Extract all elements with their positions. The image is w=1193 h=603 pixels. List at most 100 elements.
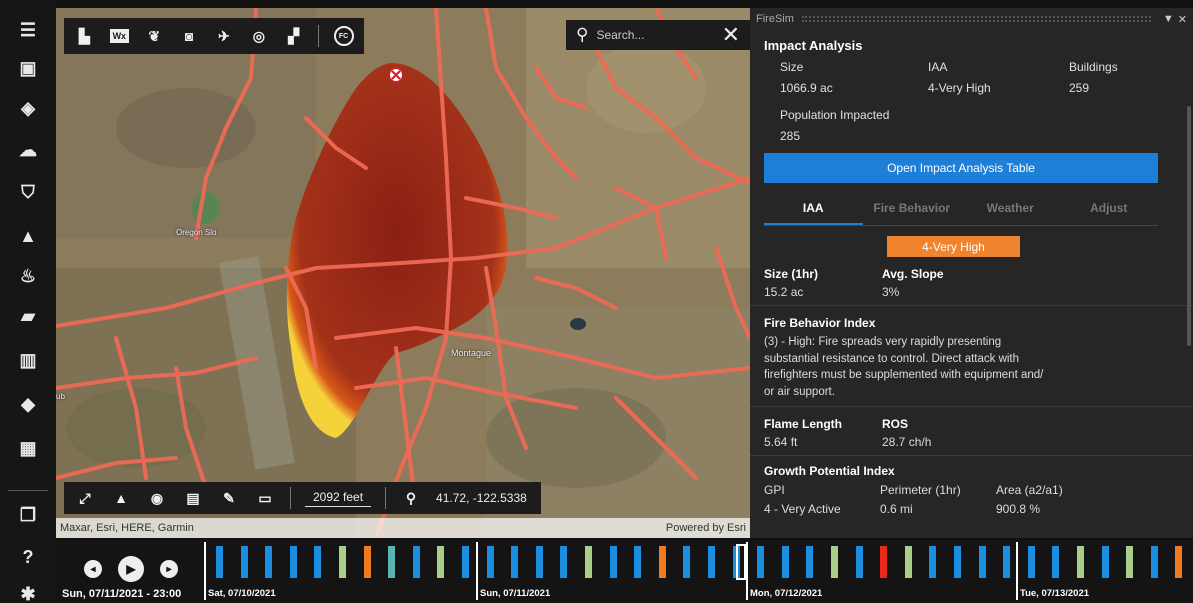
search-icon[interactable]: ⚲	[576, 25, 589, 44]
person-map-icon[interactable]: ▞	[288, 27, 300, 44]
timeline-hour-tick[interactable]	[1126, 546, 1134, 578]
timeline-hour-tick[interactable]	[757, 546, 765, 578]
timeline-hour-tick[interactable]	[634, 546, 642, 578]
timeline-track[interactable]: Sat, 07/10/2021 Sun, 07/11/2021 Mon, 07/…	[204, 540, 1193, 603]
timeline-hour-tick[interactable]	[216, 546, 223, 578]
window-icon[interactable]: ❐	[19, 504, 37, 525]
map-town-label: Montague	[451, 348, 492, 358]
tab-fire-behavior[interactable]: Fire Behavior	[873, 201, 951, 215]
drone-icon[interactable]: ✈	[218, 27, 230, 44]
timeline-hour-tick[interactable]	[683, 546, 691, 578]
chart-icon[interactable]: ▥	[19, 349, 37, 370]
timeline-hour-tick[interactable]	[609, 546, 617, 578]
measure-icon[interactable]: ✎	[223, 489, 235, 506]
timeline-hour-tick[interactable]	[535, 546, 543, 578]
camera-icon[interactable]: ◙	[184, 28, 194, 44]
panel-close-icon[interactable]: ✕	[1177, 13, 1187, 26]
timeline-hour-tick[interactable]	[929, 546, 937, 578]
timeline-hour-tick[interactable]	[363, 546, 371, 578]
timeline-hour-tick[interactable]	[1150, 546, 1158, 578]
timeline-hour-tick[interactable]	[806, 546, 814, 578]
growth-potential-block: Growth Potential Index GPI Perimeter (1h…	[750, 456, 1193, 516]
coordinates-readout: 41.72, -122.5338	[436, 491, 527, 505]
perimeter-header: Perimeter (1hr)	[880, 483, 961, 497]
legend-icon[interactable]: ▤	[186, 489, 200, 506]
timeline-hour-tick[interactable]	[1052, 546, 1060, 578]
impact-analysis-title: Impact Analysis	[764, 38, 863, 53]
timeline-hour-tick[interactable]	[462, 546, 469, 578]
location-pin-icon[interactable]: ⚲	[405, 489, 417, 506]
step-back-button[interactable]: ◂	[84, 560, 102, 578]
expand-icon[interactable]: ⤢	[79, 489, 91, 506]
timeline-hour-tick[interactable]	[1175, 546, 1183, 578]
step-forward-button[interactable]: ▸	[160, 560, 178, 578]
screen-icon[interactable]: ▭	[258, 489, 272, 506]
timeline-hour-tick[interactable]	[880, 546, 888, 578]
timeline-hour-tick[interactable]	[289, 546, 297, 578]
timeline-hour-tick[interactable]	[658, 546, 666, 578]
weather-icon[interactable]: ☁	[19, 139, 37, 160]
timeline-hour-tick[interactable]	[265, 546, 273, 578]
avg-slope-label: Avg. Slope	[882, 267, 944, 281]
map-view[interactable]: Oregon Slo Montague ub ▙ Wx ❦ ◙ ✈ ◎ ▞ FC…	[56, 8, 750, 538]
timeline-hour-tick[interactable]	[904, 546, 912, 578]
panel-scrollbar[interactable]	[1187, 106, 1191, 346]
wx-icon[interactable]: Wx	[109, 25, 130, 47]
layers-icon[interactable]: ◆	[21, 393, 35, 414]
map-book-icon[interactable]: ▙	[79, 27, 90, 44]
timeline-hour-tick[interactable]	[585, 546, 592, 578]
timeline-hour-tick[interactable]	[1027, 546, 1035, 578]
timeline-hour-tick[interactable]	[412, 546, 420, 578]
ring-icon[interactable]: ◎	[252, 27, 265, 44]
tab-adjust[interactable]: Adjust	[1090, 201, 1128, 215]
timeline-hour-tick[interactable]	[978, 546, 986, 578]
attribution-powered-by[interactable]: Powered by Esri	[665, 522, 746, 534]
timeline-hour-tick[interactable]	[339, 546, 346, 578]
fire-icon[interactable]: ♨	[19, 265, 37, 286]
fc-icon[interactable]: FC	[333, 25, 354, 47]
timeline-hour-tick[interactable]	[314, 546, 322, 578]
toolbar-divider	[318, 25, 320, 47]
pin-icon[interactable]: ▼	[1162, 13, 1174, 25]
timeline-hour-tick[interactable]	[388, 546, 396, 578]
timeline-hour-tick[interactable]	[1077, 546, 1084, 578]
grid-icon[interactable]: ▦	[19, 437, 37, 458]
panel-tabs: IAA Fire Behavior Weather Adjust	[764, 195, 1158, 226]
folder-icon[interactable]: ▰	[21, 305, 35, 326]
north-arrow-icon[interactable]: ▲	[114, 490, 128, 506]
timeline-hour-tick[interactable]	[1101, 546, 1109, 578]
area-value: 900.8 %	[996, 502, 1041, 516]
timeline-hour-tick[interactable]	[831, 546, 838, 578]
timeline-hour-tick[interactable]	[855, 546, 863, 578]
search-input[interactable]	[596, 28, 707, 42]
help-icon[interactable]: ?	[22, 546, 34, 567]
leaf-icon[interactable]: ❦	[148, 27, 161, 44]
menu-icon[interactable]: ☰	[19, 19, 37, 40]
open-impact-table-button[interactable]: Open Impact Analysis Table	[764, 153, 1158, 183]
close-icon[interactable]: ✕	[721, 22, 740, 47]
settings-icon[interactable]: ✱	[20, 583, 36, 603]
timeline-hour-tick[interactable]	[954, 546, 961, 578]
timeline-hour-tick[interactable]	[240, 546, 248, 578]
alert-icon[interactable]: ▲	[19, 225, 37, 246]
timeline-hour-tick[interactable]	[486, 546, 494, 578]
timeline-hour-tick[interactable]	[708, 546, 715, 578]
directions-icon[interactable]: ◈	[21, 97, 35, 118]
shield-icon[interactable]: ⛉	[21, 181, 35, 202]
timeline-cursor[interactable]	[736, 544, 746, 580]
search-bar: ⚲ ✕	[566, 20, 750, 50]
calendar-icon[interactable]: ▣	[19, 57, 37, 78]
timeline-hour-tick[interactable]	[1003, 546, 1011, 578]
timeline-hour-tick[interactable]	[781, 546, 789, 578]
timeline-hour-tick[interactable]	[560, 546, 568, 578]
timeline-hour-tick[interactable]	[437, 546, 445, 578]
locate-icon[interactable]: ◉	[150, 489, 164, 506]
timeline-hour-tick[interactable]	[511, 546, 519, 578]
play-button[interactable]: ▶	[118, 556, 144, 582]
drag-handle[interactable]	[801, 16, 1151, 22]
tab-weather[interactable]: Weather	[986, 201, 1034, 215]
day-marker	[1016, 542, 1018, 600]
gpi-header: GPI	[764, 483, 785, 497]
day-label-mon: Mon, 07/12/2021	[750, 588, 823, 599]
tab-iaa[interactable]: IAA	[764, 195, 863, 225]
